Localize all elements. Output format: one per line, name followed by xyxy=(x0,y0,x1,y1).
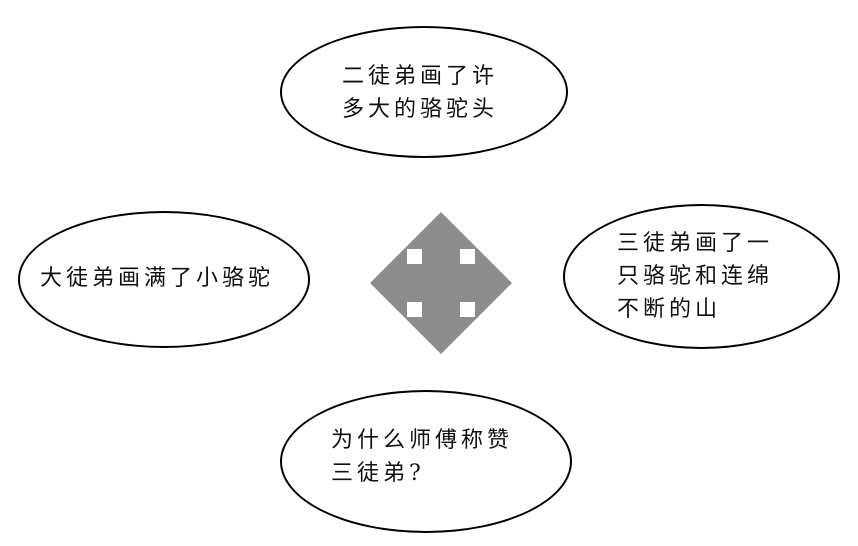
text-line: 三徒弟画了一 xyxy=(617,231,774,256)
text-line: 只骆驼和连绵 xyxy=(617,264,774,289)
text-second-disciple: 二徒弟画了许 多大的骆驼头 xyxy=(342,60,498,126)
text-line: 为什么师傅称赞 xyxy=(331,428,514,453)
text-question: 为什么师傅称赞 三徒弟? xyxy=(331,424,513,490)
text-line: 二徒弟画了许 xyxy=(342,64,499,89)
ellipse-question xyxy=(280,390,572,533)
four-way-arrow-shape xyxy=(370,212,512,354)
ellipse-second-disciple xyxy=(280,26,568,158)
text-line: 不断的山 xyxy=(617,297,722,322)
four-way-arrow-icon xyxy=(370,212,512,354)
text-line: 大徒弟画满了小骆驼 xyxy=(40,266,275,291)
ellipse-third-disciple xyxy=(563,204,840,349)
text-line: 多大的骆驼头 xyxy=(342,97,499,122)
ellipse-first-disciple xyxy=(18,211,310,348)
text-line: 三徒弟? xyxy=(331,461,425,486)
text-third-disciple: 三徒弟画了一 只骆驼和连绵 不断的山 xyxy=(617,227,773,326)
text-first-disciple: 大徒弟画满了小骆驼 xyxy=(40,262,274,295)
